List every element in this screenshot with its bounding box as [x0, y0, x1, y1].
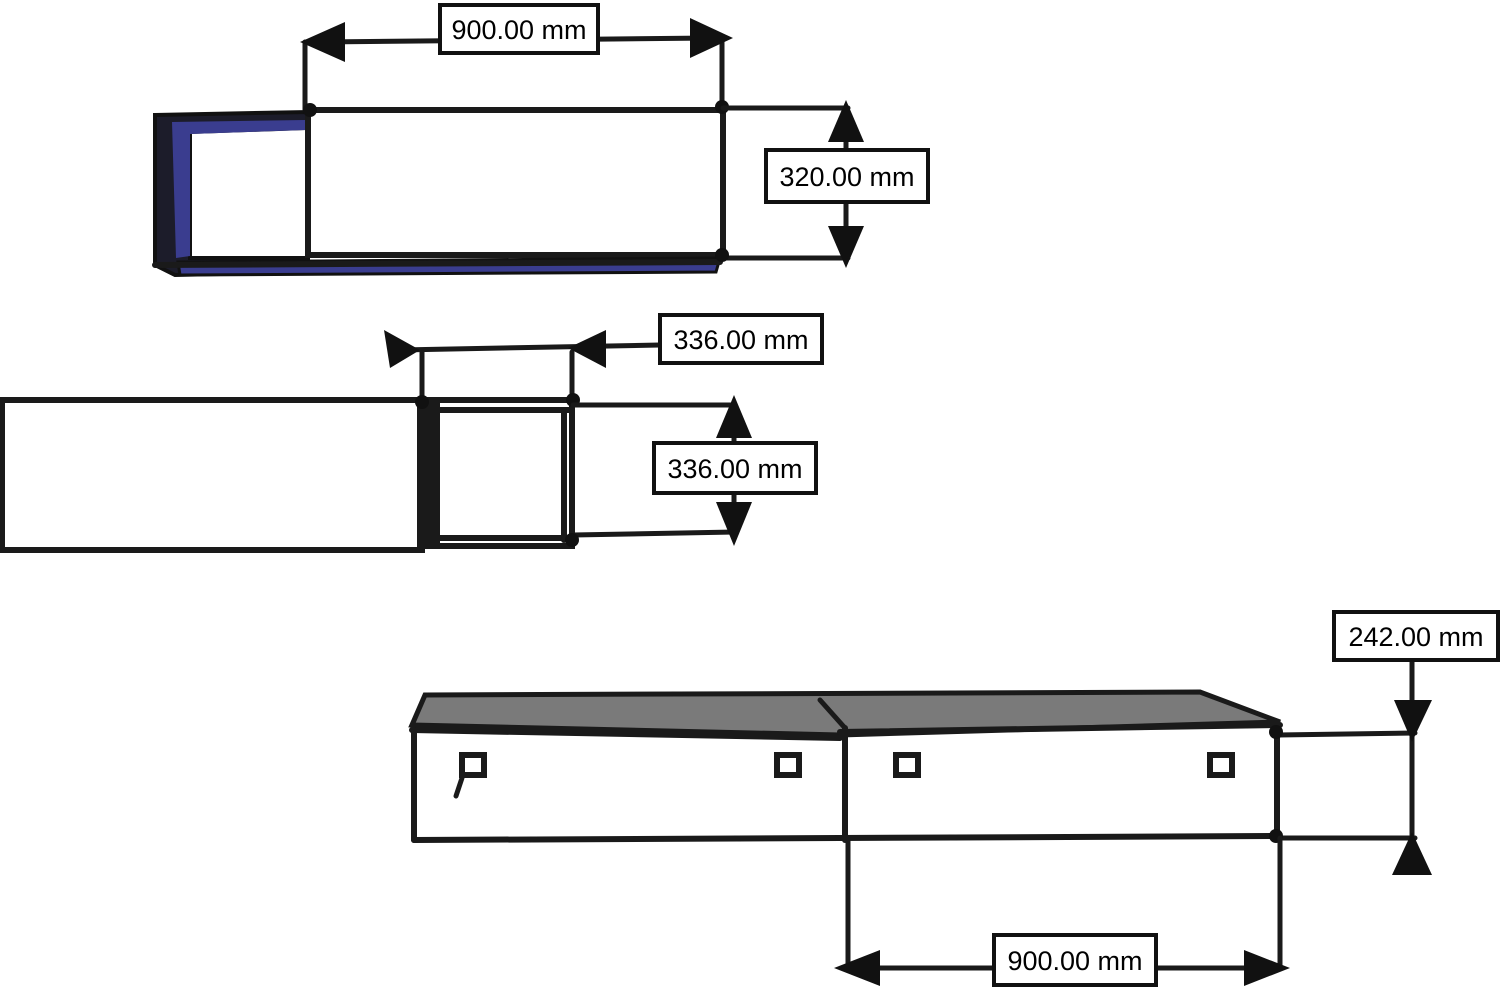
bottom-shelf-fixture-1 [459, 752, 487, 778]
top-shelf-bottom-edge [152, 259, 723, 268]
bottom-shelf-panel-seam [817, 697, 848, 731]
bottom-height-arrow-up [1392, 832, 1432, 875]
bottom-shelf-bottom-edge [411, 833, 1280, 843]
bottom-height-label: 242.00 mm [1348, 622, 1483, 652]
middle-width-dim-line [397, 342, 663, 353]
bottom-height-label-box [1332, 610, 1500, 662]
bottom-width-label-box [992, 933, 1158, 987]
middle-height-label-box [652, 441, 818, 495]
bottom-width-arrow-left [834, 950, 880, 986]
bottom-shelf-top-edge-left [409, 727, 843, 741]
top-height-label: 320.00 mm [779, 162, 914, 192]
middle-shelf-cube-back [418, 398, 440, 548]
middle-height-arrow-down [716, 502, 752, 546]
top-height-label-box [764, 148, 930, 204]
middle-shelf-box [0, 397, 425, 553]
middle-height-arrow-up [716, 395, 752, 438]
middle-width-label-box [658, 313, 824, 365]
top-width-point-left [303, 103, 317, 117]
bottom-height-arrow-down [1394, 700, 1432, 742]
top-width-arrow-left [300, 22, 345, 62]
top-height-arrow-down [828, 226, 864, 268]
bottom-shelf-fixture-4 [1207, 752, 1235, 778]
top-shelf-view: 900.00 mm 320.00 mm [152, 3, 930, 278]
top-height-point-bottom [715, 248, 729, 262]
middle-height-point-bottom [565, 533, 579, 547]
bottom-shelf-top-edge-right [837, 722, 1283, 735]
top-shelf-cube-accent [172, 120, 305, 258]
top-shelf-box [305, 107, 726, 258]
middle-width-label: 336.00 mm [673, 325, 808, 355]
middle-shelf-cube [417, 397, 575, 549]
middle-width-point-left [415, 395, 429, 409]
bottom-shelf-fixture-2 [774, 752, 802, 778]
bottom-width-arrow-right [1244, 950, 1290, 986]
top-width-label-box [438, 3, 600, 55]
top-height-arrow-up [828, 100, 864, 142]
bottom-shelf-fixture-3 [893, 752, 921, 778]
bottom-height-point-top [1269, 725, 1283, 739]
bottom-width-label: 900.00 mm [1007, 946, 1142, 976]
top-width-label: 900.00 mm [451, 15, 586, 45]
bottom-shelf-view: 242.00 mm 900.00 mm [408, 610, 1500, 987]
top-width-arrow-right [690, 18, 733, 58]
bottom-shelf-fixture-mark [453, 775, 465, 799]
middle-shelf-view: 336.00 mm 336.00 mm [0, 313, 824, 553]
middle-height-ext-bottom [570, 529, 738, 538]
bottom-height-ext-top [1275, 730, 1418, 738]
middle-width-arrow-right [568, 330, 606, 368]
middle-width-arrow-left [384, 330, 420, 368]
middle-height-label: 336.00 mm [667, 454, 802, 484]
